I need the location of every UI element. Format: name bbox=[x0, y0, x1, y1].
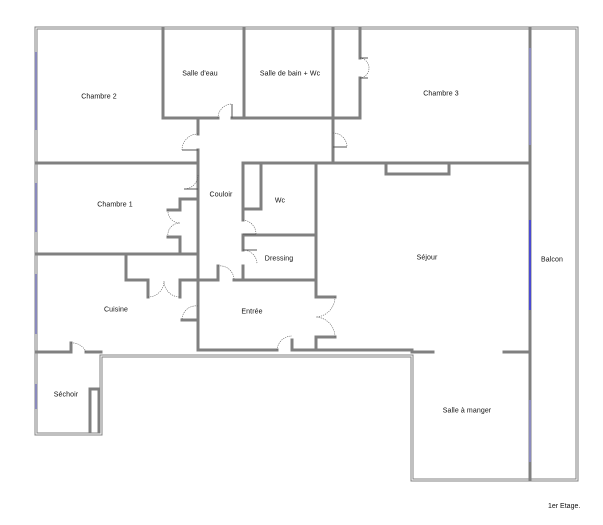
room-label-salle-de-bain-wc: Salle de bain + Wc bbox=[259, 70, 321, 78]
room-label-chambre-1: Chambre 1 bbox=[97, 201, 133, 209]
room-label-sejour: Séjour bbox=[416, 254, 438, 262]
room-label-salle-a-manger: Salle à manger bbox=[442, 407, 492, 415]
interior-walls bbox=[34, 26, 532, 482]
room-label-balcon: Balcon bbox=[540, 256, 564, 264]
room-label-cuisine: Cuisine bbox=[103, 306, 129, 314]
room-label-salle-deau: Salle d'eau bbox=[182, 70, 218, 78]
room-label-sechoir: Séchoir bbox=[53, 391, 79, 399]
room-label-couloir: Couloir bbox=[209, 191, 233, 199]
room-label-dressing: Dressing bbox=[264, 255, 294, 263]
floor-level-caption: 1er Etage. bbox=[548, 503, 581, 510]
doors bbox=[70, 57, 370, 353]
room-label-wc: Wc bbox=[274, 197, 286, 205]
exterior-walls bbox=[34, 26, 579, 482]
windows bbox=[35, 48, 531, 462]
room-label-chambre-3: Chambre 3 bbox=[423, 90, 459, 98]
room-label-entree: Entrée bbox=[241, 308, 263, 316]
room-label-chambre-2: Chambre 2 bbox=[81, 93, 117, 101]
